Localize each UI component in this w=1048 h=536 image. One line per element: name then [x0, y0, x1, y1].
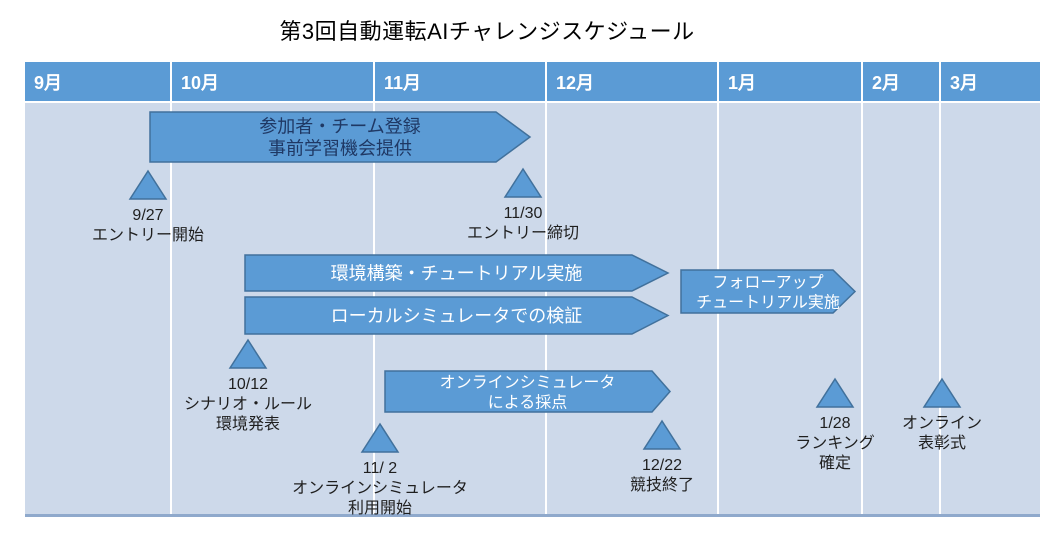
- month-divider: [861, 103, 863, 514]
- month-label: 12月: [556, 72, 595, 93]
- month-divider: [545, 103, 547, 514]
- month-label: 3月: [950, 72, 979, 93]
- month-header-3: 11月: [375, 62, 547, 101]
- month-label: 1月: [728, 72, 757, 93]
- month-header-2: 10月: [172, 62, 375, 101]
- schedule-title: 第3回自動運転AIチャレンジスケジュール: [279, 19, 695, 44]
- month-divider: [373, 103, 375, 514]
- month-divider: [717, 103, 719, 514]
- month-header-row: 9月 10月 11月 12月 1月 2月 3月: [25, 62, 1040, 101]
- month-label: 2月: [872, 72, 901, 93]
- month-label: 10月: [181, 72, 220, 93]
- month-header-7: 3月: [941, 62, 1040, 101]
- month-header-1: 9月: [25, 62, 172, 101]
- month-label: 11月: [384, 72, 422, 93]
- month-divider: [170, 103, 172, 514]
- month-header-5: 1月: [719, 62, 863, 101]
- month-header-4: 12月: [547, 62, 719, 101]
- month-divider: [939, 103, 941, 514]
- month-header-6: 2月: [863, 62, 941, 101]
- month-label: 9月: [34, 72, 63, 93]
- timeline-body: [25, 103, 1040, 517]
